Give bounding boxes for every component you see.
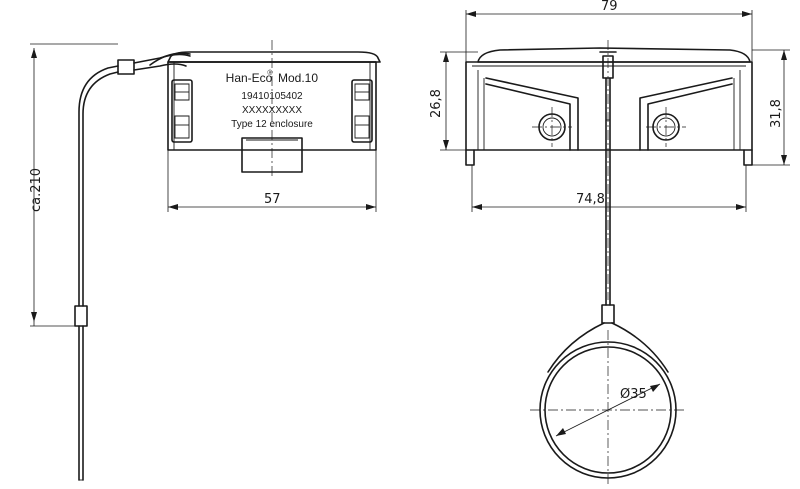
- ring-diameter-text: Ø35: [620, 387, 647, 402]
- cover-side: [465, 47, 753, 166]
- dimension-side-width-top: 79: [465, 0, 753, 62]
- cable: [74, 52, 191, 481]
- side-view: Ø35 79 74,8 26,8: [429, 0, 790, 485]
- side-height-left-text: 26,8: [429, 89, 444, 118]
- label-line3: XXXXXXXXX: [242, 105, 302, 116]
- side-width-bottom-text: 74,8: [576, 192, 605, 207]
- label-line1: Han-Eco: [226, 71, 273, 85]
- side-height-right-text: 31,8: [769, 99, 784, 128]
- ring-crimp: [601, 304, 615, 324]
- label-line4: Type 12 enclosure: [231, 119, 313, 130]
- label-line1-sup: ®: [267, 69, 273, 77]
- dimension-cable-length: ca.210: [29, 43, 118, 327]
- dimension-side-width-bottom: 74,8: [471, 165, 747, 212]
- front-view: Han-Eco ® Mod.10 19410105402 XXXXXXXXX T…: [29, 40, 381, 481]
- cable-crimp: [117, 59, 135, 75]
- dimension-front-width: 57: [167, 150, 377, 212]
- label-line1-b: Mod.10: [278, 71, 318, 85]
- ring-cable: [601, 40, 615, 324]
- front-width-text: 57: [264, 192, 281, 207]
- cable-length-text: ca.210: [29, 168, 44, 212]
- label-line2: 19410105402: [241, 91, 303, 102]
- cable-ferrule: [74, 305, 88, 327]
- cover-label: Han-Eco ® Mod.10 19410105402 XXXXXXXXX T…: [226, 69, 319, 130]
- dimension-side-height-right: 31,8: [752, 49, 790, 166]
- side-width-top-text: 79: [601, 0, 618, 14]
- cover-front: [167, 40, 381, 178]
- ring: Ø35: [530, 322, 686, 485]
- dimension-side-height-left: 26,8: [429, 51, 478, 151]
